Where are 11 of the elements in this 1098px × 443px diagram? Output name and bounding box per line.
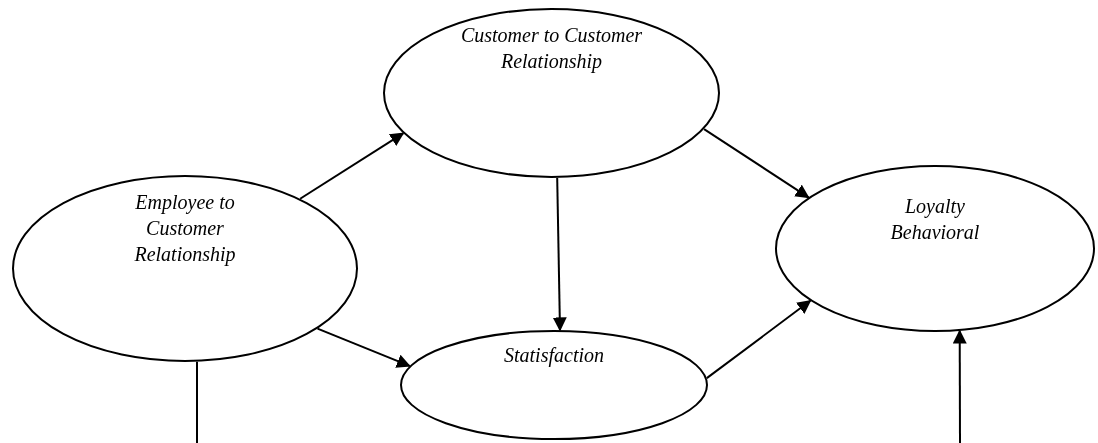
node-label: Loyalty Behavioral: [889, 194, 981, 245]
arrow: [316, 327, 411, 368]
connector-line: [195, 360, 198, 443]
node-label: Customer to Customer Relationship: [459, 23, 644, 74]
arrow: [552, 176, 567, 332]
arrow: [705, 299, 812, 380]
arrow: [952, 329, 967, 443]
node-label: Employee to Customer Relationship: [133, 190, 237, 267]
node-label: Statisfaction: [504, 343, 604, 368]
arrow: [703, 128, 810, 199]
arrow: [299, 132, 405, 200]
